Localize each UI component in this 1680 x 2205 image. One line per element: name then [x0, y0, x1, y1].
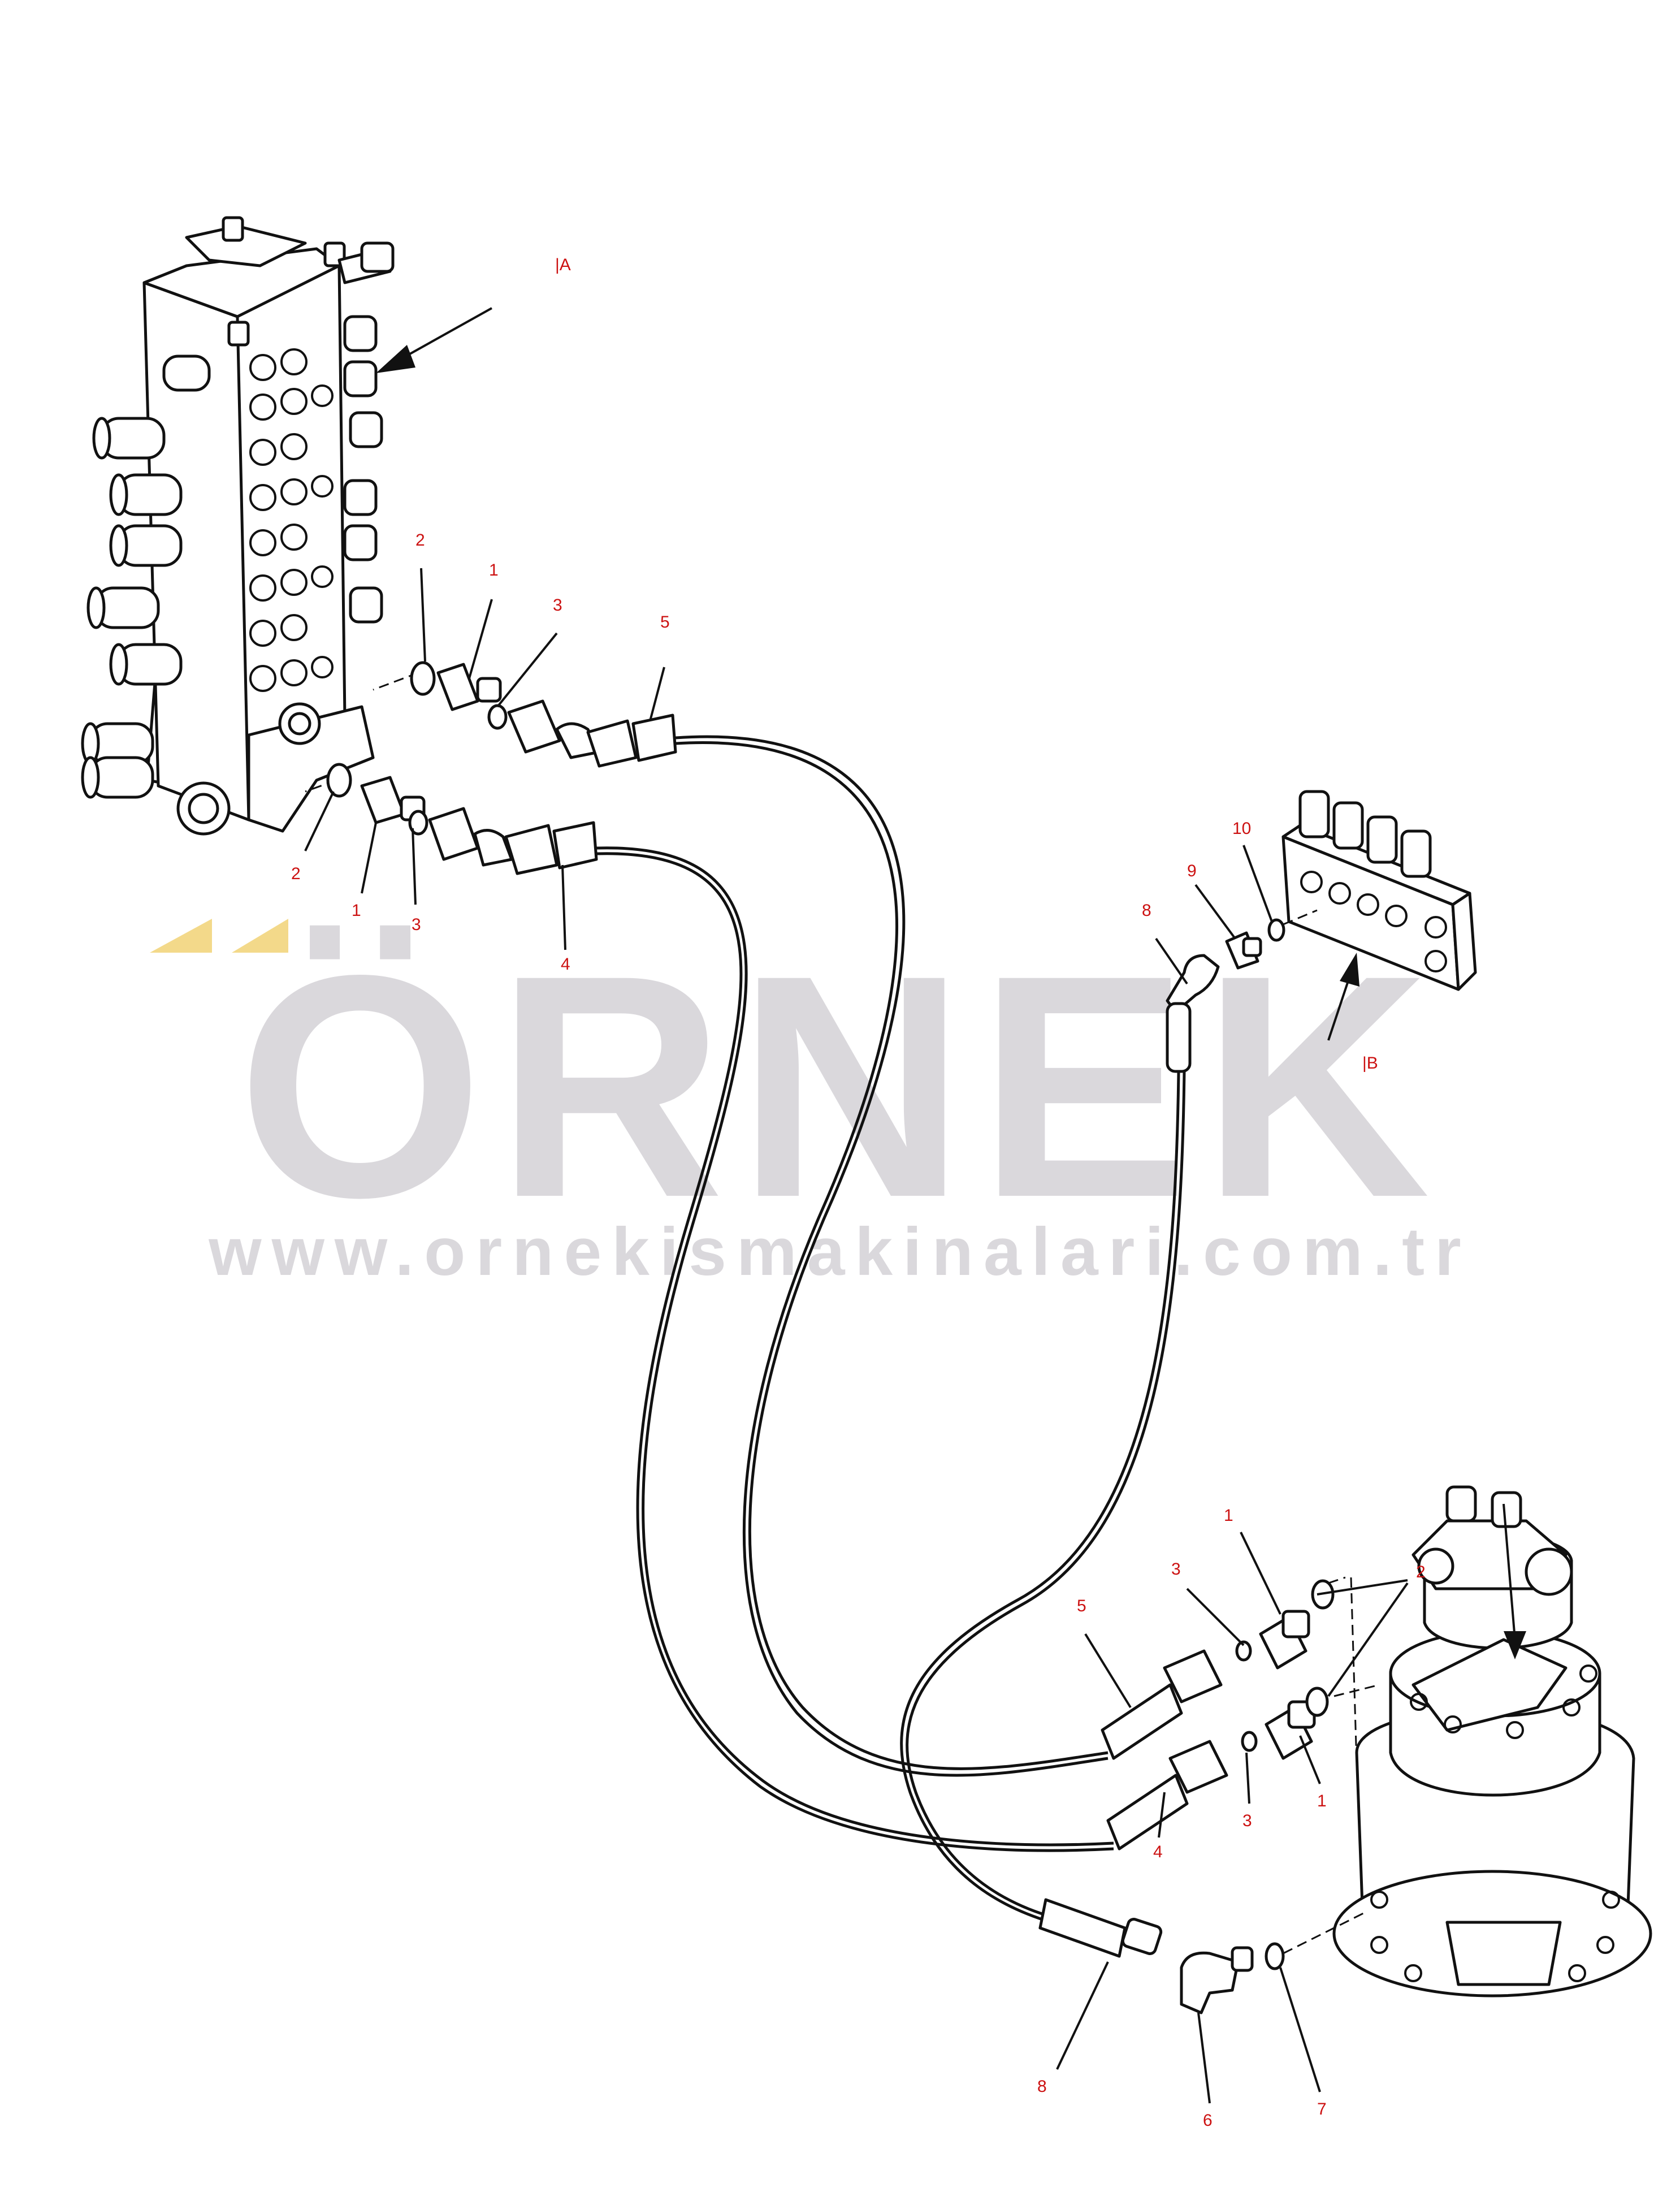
- o-ring-2-upper: [410, 661, 436, 696]
- view-a-label: |A: [555, 256, 571, 274]
- bottom-elbow-set: [1038, 1898, 1369, 2014]
- callout-top-3b: 3: [412, 915, 421, 934]
- hose-4: [596, 846, 1114, 1847]
- view-b-label: |B: [1362, 1054, 1378, 1073]
- callout-mid-10: 10: [1232, 819, 1251, 838]
- watermark-accent-right: [232, 919, 288, 953]
- elbow-8-top: [1166, 954, 1220, 1014]
- view-a-arrow: [376, 307, 492, 373]
- watermark: ÖRNEK www.ornekismakinalari.com.tr: [150, 909, 1471, 1290]
- callout-bot-5: 5: [1077, 1597, 1086, 1615]
- main-control-valve: [142, 216, 395, 836]
- hose-5-fitting: [507, 699, 561, 754]
- callout-bot-7: 7: [1317, 2100, 1327, 2118]
- watermark-brand: ÖRNEK: [237, 909, 1443, 1263]
- o-ring-10: [1267, 918, 1285, 942]
- callout-top-5: 5: [660, 613, 670, 632]
- callout-bot-4: 4: [1153, 1843, 1163, 1861]
- adapter-1-lower: [360, 776, 406, 824]
- o-ring-3-bottom-lower: [1241, 1731, 1258, 1752]
- callout-top-2b: 2: [291, 864, 301, 883]
- callout-top-1b: 1: [352, 901, 361, 920]
- watermark-accent-left: [150, 919, 212, 953]
- view-b-arrow: [1327, 953, 1359, 1041]
- lower-fitting-set-hose-5: [1101, 1579, 1335, 1760]
- valve-port-bosses: [249, 348, 334, 692]
- callout-top-4: 4: [561, 955, 570, 974]
- port-block-b: [1281, 790, 1477, 991]
- o-ring-2-bottom-lower: [1305, 1687, 1329, 1717]
- callout-leaders: [304, 568, 1409, 2104]
- o-ring-3-lower: [408, 810, 428, 836]
- o-ring-2-lower: [326, 763, 352, 798]
- adapter-1-upper: [436, 663, 479, 711]
- callout-top-2a: 2: [415, 531, 425, 550]
- lower-fitting-set-hose-4: [305, 763, 598, 875]
- callout-bot-2: 2: [1416, 1563, 1426, 1581]
- callout-top-3a: 3: [553, 596, 562, 615]
- callout-bot-1a: 1: [1224, 1506, 1233, 1525]
- o-ring-3-bottom-upper: [1235, 1640, 1252, 1662]
- callout-bot-3b: 3: [1242, 1811, 1252, 1830]
- hose-4-fitting: [428, 807, 479, 861]
- callout-bot-8: 8: [1037, 2077, 1047, 2096]
- valve-spool-ends: [81, 354, 211, 799]
- swing-motor-arrow: [1503, 1503, 1526, 1659]
- elbow-6: [1180, 1951, 1240, 2014]
- o-ring-3-upper: [487, 704, 508, 730]
- callout-bot-6: 6: [1203, 2111, 1213, 2130]
- upper-fitting-set-hose-5: [373, 661, 677, 768]
- hoses: [596, 735, 1186, 1924]
- callout-top-1a: 1: [489, 561, 499, 580]
- callout-mid-8: 8: [1142, 901, 1151, 920]
- callout-bot-1b: 1: [1317, 1792, 1327, 1810]
- callout-bot-3a: 3: [1171, 1560, 1181, 1579]
- elbow-set-b: [1166, 909, 1318, 1073]
- watermark-url: www.ornekismakinalari.com.tr: [208, 1214, 1471, 1290]
- hose-8: [900, 1071, 1180, 1924]
- valve-side-fittings: [343, 315, 383, 624]
- callout-mid-9: 9: [1187, 862, 1197, 880]
- o-ring-7: [1265, 1942, 1285, 1970]
- lower-fitting-set-hose-4: [1106, 1576, 1380, 1851]
- callout-numbers: 2 1 3 5 2 1 3 4 10 9 8 1 3 5 2 1 3 4 8 6…: [291, 531, 1426, 2130]
- swing-motor: [1332, 1485, 1652, 1998]
